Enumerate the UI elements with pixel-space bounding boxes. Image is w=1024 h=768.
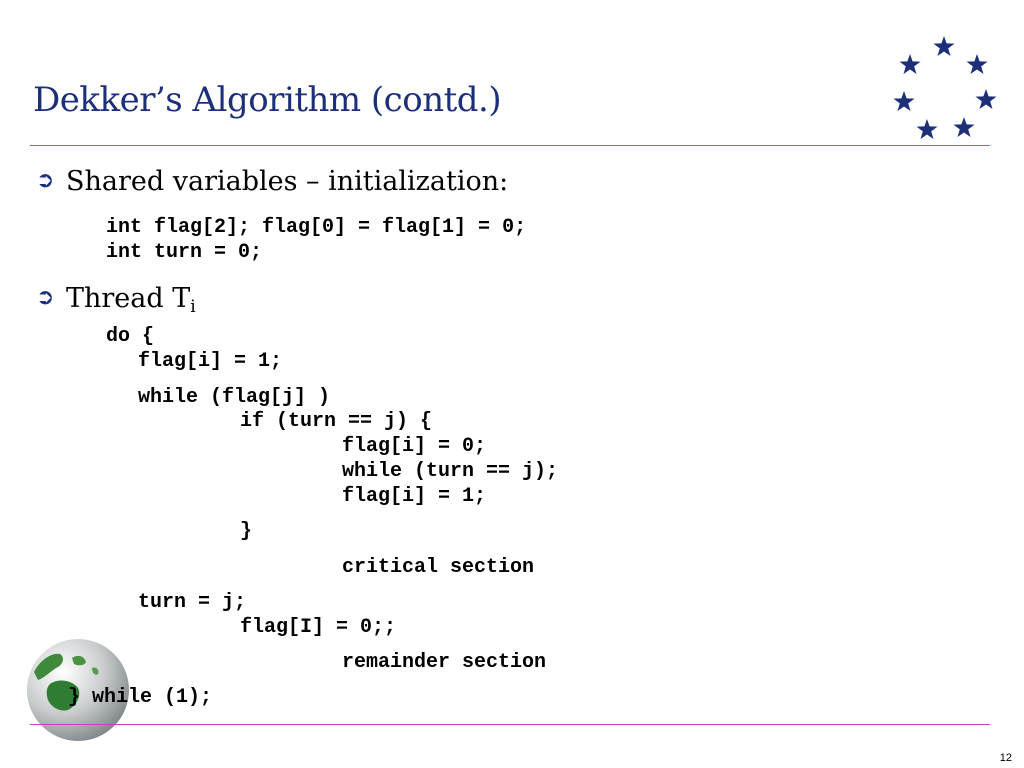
code-line: flag[i] = 1;	[342, 485, 487, 508]
code-line: } while (1);	[68, 686, 213, 709]
code-line: while (flag[j] )	[138, 386, 331, 409]
code-line: if (turn == j) {	[240, 410, 433, 433]
bullet-shared-variables: ➲Shared variables – initialization:	[36, 166, 509, 197]
title-divider	[30, 145, 990, 146]
eu-stars-icon	[893, 36, 997, 139]
code-line: }	[240, 520, 253, 543]
code-line: while (turn == j);	[342, 460, 559, 483]
page-number: 12	[999, 752, 1012, 764]
slide-title: Dekker’s Algorithm (contd.)	[33, 80, 502, 120]
arrow-circle-icon: ➲	[36, 168, 55, 193]
code-line: flag[i] = 1;	[138, 350, 283, 373]
code-line: int flag[2]; flag[0] = flag[1] = 0;	[106, 216, 527, 239]
code-line: flag[i] = 0;	[342, 435, 487, 458]
code-line: int turn = 0;	[106, 241, 263, 264]
arrow-circle-icon: ➲	[36, 285, 55, 310]
footer-divider	[30, 724, 990, 725]
code-line: do {	[106, 325, 155, 348]
globe-icon	[27, 639, 129, 741]
code-line: flag[I] = 0;;	[240, 616, 397, 639]
code-line: critical section	[342, 556, 535, 579]
code-line: remainder section	[342, 651, 547, 674]
code-line: turn = j;	[138, 591, 247, 614]
bullet-thread: ➲Thread Ti	[36, 283, 196, 317]
